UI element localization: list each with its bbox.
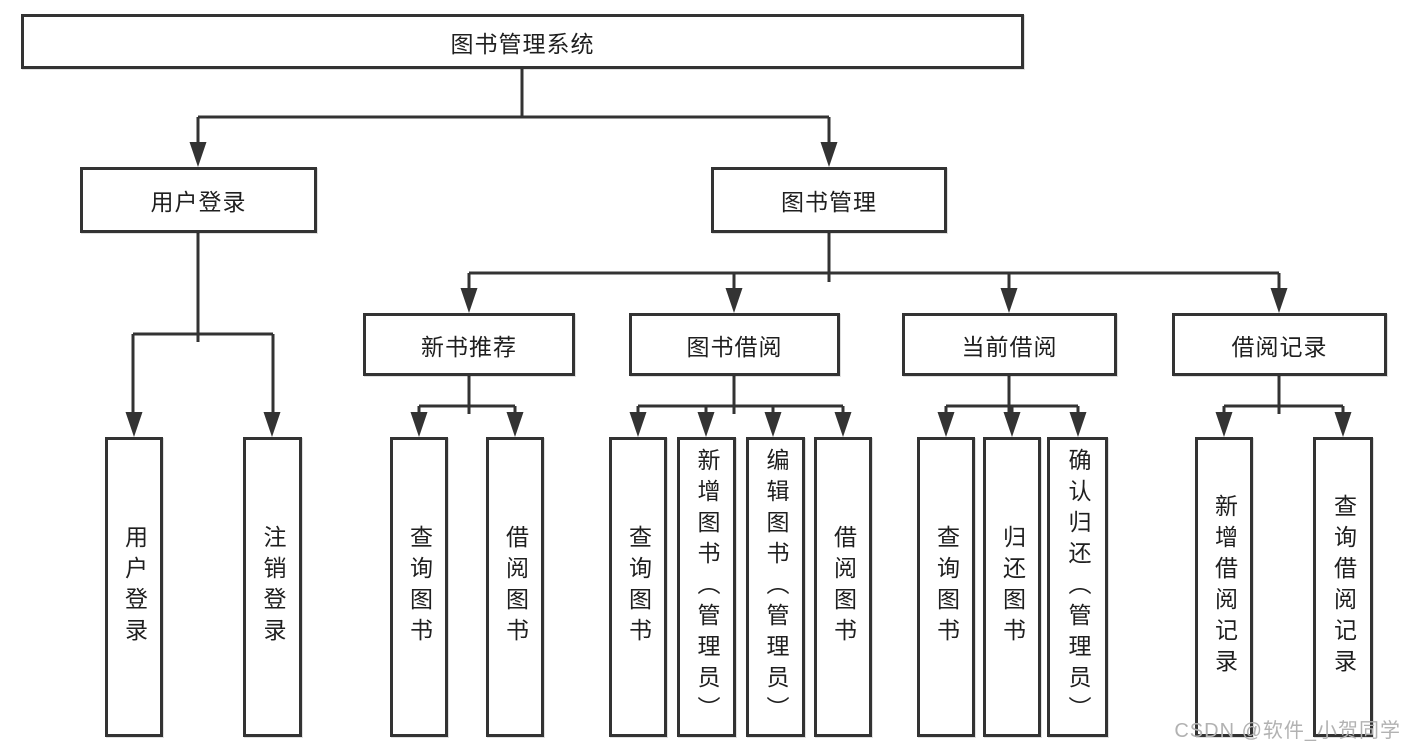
node-leaf-borrow-edit-admin: 编辑图书（管理员） xyxy=(746,437,805,737)
node-new-book-recommend: 新书推荐 xyxy=(363,313,575,376)
node-leaf-borrow-add-admin: 新增图书（管理员） xyxy=(677,437,736,737)
node-label: 当前借阅 xyxy=(961,333,1058,360)
node-label: 借阅图书 xyxy=(830,525,857,649)
node-label: 查询图书 xyxy=(406,525,433,649)
node-current-borrow: 当前借阅 xyxy=(902,313,1117,376)
node-user-login: 用户登录 xyxy=(80,167,317,233)
node-leaf-newbooks-borrow: 借阅图书 xyxy=(486,437,544,737)
node-label: 归还图书 xyxy=(999,525,1026,649)
node-label: 查询图书 xyxy=(933,525,960,649)
node-leaf-current-return: 归还图书 xyxy=(983,437,1041,737)
node-label: 借阅图书 xyxy=(502,525,529,649)
node-borrow-records: 借阅记录 xyxy=(1172,313,1387,376)
node-label: 注销登录 xyxy=(260,525,286,649)
node-label: 用户登录 xyxy=(121,525,148,649)
node-label: 新增借阅记录 xyxy=(1211,494,1238,680)
node-label: 图书管理系统 xyxy=(450,30,595,57)
node-leaf-newbooks-query: 查询图书 xyxy=(390,437,448,737)
node-leaf-borrow-query: 查询图书 xyxy=(609,437,667,737)
node-label: 借阅记录 xyxy=(1231,333,1328,360)
csdn-watermark: CSDN @软件_小贺同学 xyxy=(1174,720,1401,742)
node-book-management: 图书管理 xyxy=(711,167,947,233)
node-label: 查询图书 xyxy=(625,525,652,649)
node-book-borrow: 图书借阅 xyxy=(629,313,840,376)
node-label: 图书管理 xyxy=(781,189,877,215)
node-label: 新书推荐 xyxy=(421,333,517,360)
node-leaf-current-query: 查询图书 xyxy=(917,437,975,737)
node-leaf-records-query: 查询借阅记录 xyxy=(1313,437,1373,737)
node-leaf-records-add: 新增借阅记录 xyxy=(1195,437,1253,737)
node-leaf-current-confirm-admin: 确认归还（管理员） xyxy=(1047,437,1108,737)
node-label: 确认归还（管理员） xyxy=(1065,447,1091,727)
node-label: 查询借阅记录 xyxy=(1330,494,1357,680)
node-label: 图书借阅 xyxy=(686,333,783,360)
node-label: 新增图书（管理员） xyxy=(694,447,720,727)
node-leaf-borrow-borrow: 借阅图书 xyxy=(814,437,872,737)
node-leaf-logout: 注销登录 xyxy=(243,437,302,737)
node-leaf-user-login: 用户登录 xyxy=(105,437,163,737)
node-label: 用户登录 xyxy=(150,189,247,215)
node-root-system: 图书管理系统 xyxy=(21,14,1024,69)
node-label: 编辑图书（管理员） xyxy=(763,447,789,727)
arrowhead-path xyxy=(125,142,1352,437)
